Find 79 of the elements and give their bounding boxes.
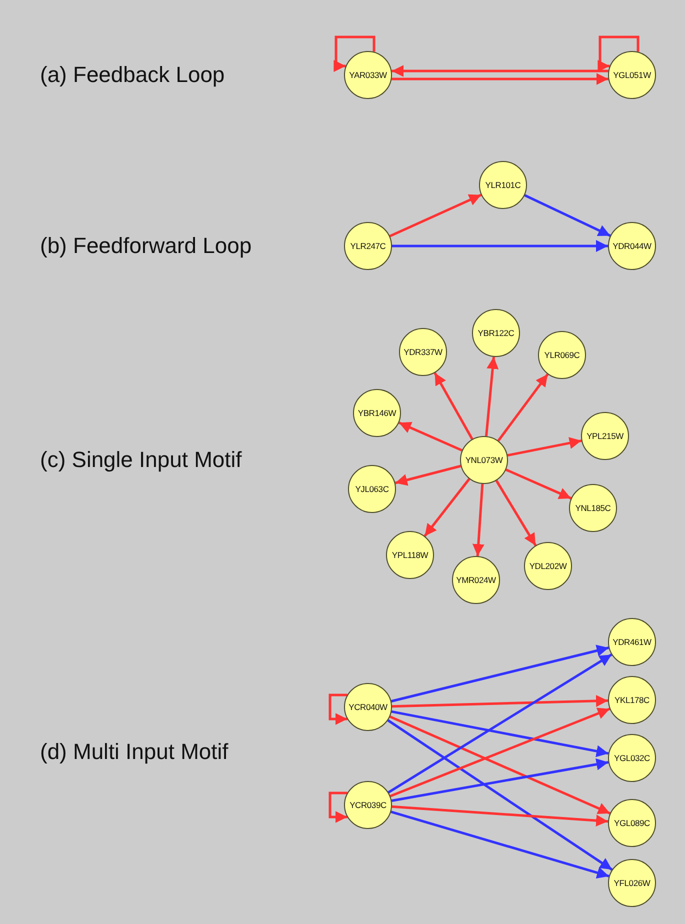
- gene-node: [538, 331, 586, 379]
- gene-node: [460, 436, 508, 484]
- arrow: [505, 468, 572, 500]
- arrow: [391, 644, 609, 702]
- arrow: [524, 194, 611, 237]
- gene-label: YKL178C: [614, 695, 650, 705]
- arrow: [472, 484, 484, 556]
- gene-label: YFL026W: [614, 878, 650, 888]
- section-title: (c) Single Input Motif: [40, 447, 242, 473]
- arrow: [328, 792, 348, 823]
- arrow: [390, 708, 610, 798]
- arrow: [391, 710, 609, 758]
- gene-label: YDL202W: [529, 561, 567, 571]
- gene-node: [581, 412, 629, 460]
- arrow: [495, 480, 537, 546]
- arrow: [392, 694, 608, 708]
- gene-node: [479, 161, 527, 209]
- gene-label: YPL215W: [586, 431, 624, 441]
- gene-label: YMR024W: [456, 575, 496, 585]
- gene-node: [452, 556, 500, 604]
- arrow: [392, 73, 608, 85]
- arrow: [334, 36, 376, 72]
- arrow: [507, 437, 582, 457]
- arrow: [434, 372, 474, 440]
- gene-node: [472, 309, 520, 357]
- arrow: [328, 694, 348, 725]
- gene-label: YNL073W: [465, 455, 503, 465]
- gene-node: [348, 465, 396, 513]
- arrow: [485, 356, 499, 436]
- arrow: [388, 654, 612, 794]
- gene-node: [386, 531, 434, 579]
- arrow: [387, 719, 613, 871]
- gene-node: [608, 618, 656, 666]
- gene-label: YGL032C: [614, 753, 650, 763]
- arrow: [389, 194, 482, 238]
- arrow: [391, 758, 609, 802]
- arrow: [424, 478, 470, 537]
- section-title: (a) Feedback Loop: [40, 62, 225, 88]
- gene-label: YBR122C: [478, 328, 514, 338]
- gene-label: YAR033W: [349, 70, 387, 80]
- gene-node: [399, 328, 447, 376]
- arrow: [392, 65, 608, 77]
- gene-label: YLR101C: [485, 180, 521, 190]
- gene-node: [344, 222, 392, 270]
- arrow: [598, 36, 640, 72]
- gene-label: YBR146W: [358, 408, 396, 418]
- section-title: (d) Multi Input Motif: [40, 739, 228, 765]
- arrow: [392, 805, 608, 827]
- gene-label: YPL118W: [392, 550, 428, 560]
- gene-node: [353, 389, 401, 437]
- gene-node: [569, 484, 617, 532]
- gene-node: [608, 222, 656, 270]
- gene-node: [608, 51, 656, 99]
- gene-label: YNL185C: [575, 503, 611, 513]
- gene-node: [608, 859, 656, 907]
- gene-node: [608, 734, 656, 782]
- gene-label: YLR247C: [350, 241, 386, 251]
- arrow: [392, 240, 608, 252]
- arrow: [497, 374, 549, 442]
- gene-label: YGL051W: [613, 70, 651, 80]
- section-title: (b) Feedforward Loop: [40, 233, 252, 259]
- gene-node: [344, 51, 392, 99]
- gene-node: [608, 799, 656, 847]
- arrow: [390, 810, 610, 879]
- gene-label: YCR039C: [350, 800, 386, 810]
- gene-label: YLR069C: [544, 350, 580, 360]
- gene-label: YDR337W: [404, 347, 442, 357]
- arrow: [394, 464, 462, 486]
- gene-label: YCR040W: [348, 702, 388, 712]
- arrow: [398, 422, 463, 452]
- gene-node: [344, 781, 392, 829]
- gene-label: YJL063C: [355, 484, 389, 494]
- gene-label: YDR044W: [612, 241, 652, 251]
- gene-node: [344, 683, 392, 731]
- arrow: [389, 716, 611, 814]
- gene-label: YDR461W: [612, 637, 652, 647]
- gene-node: [524, 542, 572, 590]
- gene-node: [608, 676, 656, 724]
- gene-label: YGL089C: [614, 818, 650, 828]
